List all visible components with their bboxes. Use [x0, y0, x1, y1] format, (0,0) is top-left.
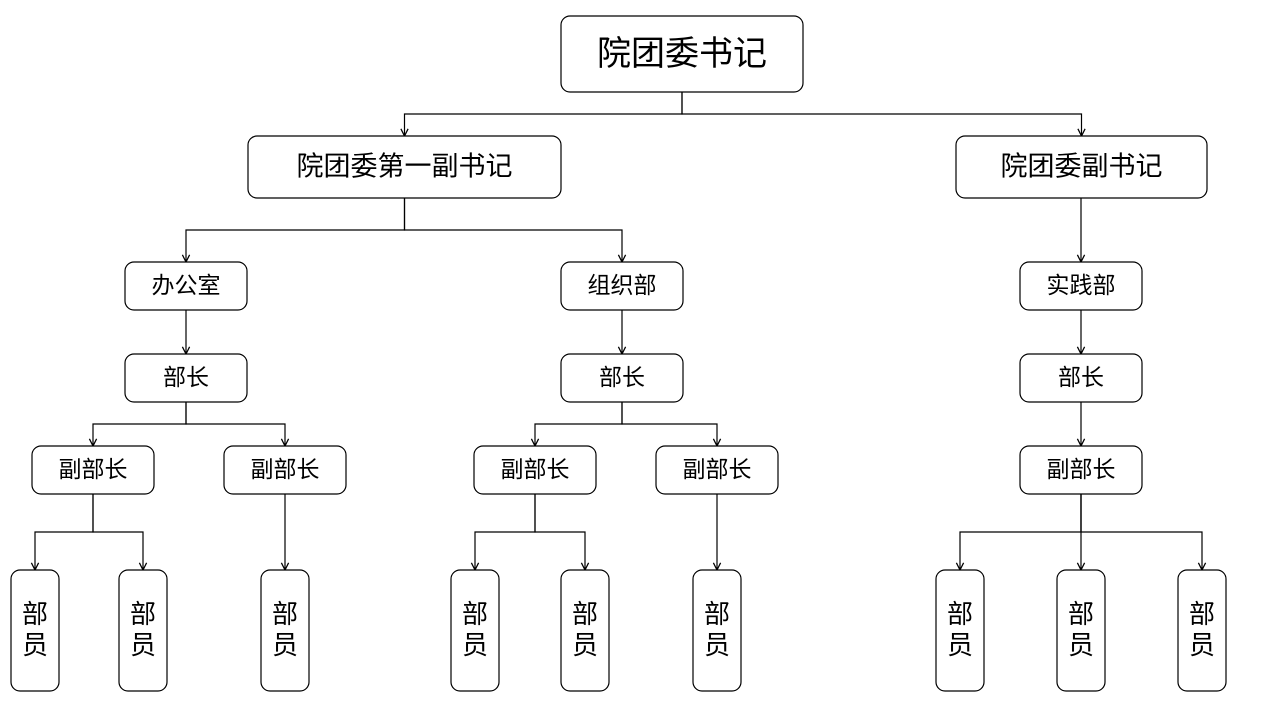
member-node-char: 部 [462, 600, 488, 630]
member-node: 部员 [935, 569, 985, 692]
member-node-char: 部 [572, 600, 598, 630]
department-node-label: 办公室 [152, 273, 221, 299]
edge-vice-member-0 [35, 494, 94, 570]
member-node-char: 员 [130, 631, 156, 661]
member-node-box [260, 569, 310, 692]
member-node-char: 部 [22, 600, 48, 630]
member-node-box [1177, 569, 1227, 692]
edge-vice-member-0 [475, 494, 536, 570]
member-node-char: 员 [272, 631, 298, 661]
member-node-char: 部 [947, 600, 973, 630]
department-node: 实践部 [1019, 261, 1143, 311]
vice-head-node: 副部长 [223, 445, 347, 495]
edge-deputy-dept-0-0 [186, 198, 406, 262]
member-node-char: 员 [1189, 631, 1215, 661]
member-node: 部员 [10, 569, 60, 692]
vice-head-node-label: 副部长 [59, 457, 128, 483]
member-node-box [118, 569, 168, 692]
head-node-box [124, 353, 248, 403]
vice-head-node-box [31, 445, 155, 495]
vice-head-node-box [655, 445, 779, 495]
head-node-label: 部长 [1058, 365, 1104, 391]
deputy-node-box [955, 135, 1208, 199]
department-node-label: 组织部 [588, 273, 657, 299]
edge-root-deputy-1 [681, 92, 1082, 136]
root-node-secretary-label: 院团委书记 [597, 34, 767, 74]
vice-head-node: 副部长 [31, 445, 155, 495]
edge-head-vice-0 [93, 402, 187, 446]
member-node-char: 部 [1068, 600, 1094, 630]
member-node-box [560, 569, 610, 692]
root-node-secretary-box [560, 15, 804, 93]
deputy-node: 院团委第一副书记 [247, 135, 562, 199]
deputy-node: 院团委副书记 [955, 135, 1208, 199]
member-node-char: 员 [462, 631, 488, 661]
member-node-box [935, 569, 985, 692]
edge-vice-member-0 [960, 494, 1082, 570]
member-node: 部员 [450, 569, 500, 692]
member-node-char: 员 [572, 631, 598, 661]
deputy-node-box [247, 135, 562, 199]
root-node-secretary: 院团委书记 [560, 15, 804, 93]
edge-root-deputy-0 [405, 92, 683, 136]
vice-head-node: 副部长 [473, 445, 597, 495]
member-node-box [10, 569, 60, 692]
member-node-box [692, 569, 742, 692]
head-node: 部长 [560, 353, 684, 403]
member-node-char: 员 [1068, 631, 1094, 661]
head-node-box [560, 353, 684, 403]
edge-head-vice-1 [185, 402, 285, 446]
head-node: 部长 [124, 353, 248, 403]
member-node: 部员 [560, 569, 610, 692]
member-node: 部员 [692, 569, 742, 692]
head-node-box [1019, 353, 1143, 403]
member-node-char: 员 [704, 631, 730, 661]
department-node: 办公室 [124, 261, 248, 311]
department-node-box [560, 261, 684, 311]
member-node: 部员 [1056, 569, 1106, 692]
org-nodes: 院团委书记院团委第一副书记办公室部长副部长部员部员副部长部员组织部部长副部长部员… [10, 15, 1227, 692]
member-node-box [1056, 569, 1106, 692]
edge-vice-member-1 [534, 494, 585, 570]
vice-head-node-label: 副部长 [1047, 457, 1116, 483]
edge-vice-member-2 [1080, 494, 1202, 570]
member-node: 部员 [260, 569, 310, 692]
deputy-node-label: 院团委副书记 [1001, 152, 1163, 183]
member-node-box [450, 569, 500, 692]
head-node-label: 部长 [163, 365, 209, 391]
vice-head-node-box [1019, 445, 1143, 495]
vice-head-node: 副部长 [655, 445, 779, 495]
vice-head-node-label: 副部长 [683, 457, 752, 483]
edge-head-vice-0 [535, 402, 623, 446]
vice-head-node-label: 副部长 [251, 457, 320, 483]
department-node-label: 实践部 [1047, 273, 1116, 299]
department-node-box [1019, 261, 1143, 311]
vice-head-node-label: 副部长 [501, 457, 570, 483]
department-node: 组织部 [560, 261, 684, 311]
connector-lines [35, 92, 1202, 570]
department-node-box [124, 261, 248, 311]
member-node-char: 员 [947, 631, 973, 661]
head-node-label: 部长 [599, 365, 645, 391]
member-node-char: 部 [704, 600, 730, 630]
vice-head-node: 副部长 [1019, 445, 1143, 495]
vice-head-node-box [473, 445, 597, 495]
vice-head-node-box [223, 445, 347, 495]
edge-head-vice-1 [621, 402, 717, 446]
head-node: 部长 [1019, 353, 1143, 403]
edge-vice-member-1 [92, 494, 143, 570]
member-node-char: 部 [130, 600, 156, 630]
member-node-char: 员 [22, 631, 48, 661]
member-node: 部员 [1177, 569, 1227, 692]
member-node-char: 部 [1189, 600, 1215, 630]
edge-deputy-dept-0-1 [403, 198, 623, 262]
member-node: 部员 [118, 569, 168, 692]
member-node-char: 部 [272, 600, 298, 630]
deputy-node-label: 院团委第一副书记 [297, 152, 513, 183]
